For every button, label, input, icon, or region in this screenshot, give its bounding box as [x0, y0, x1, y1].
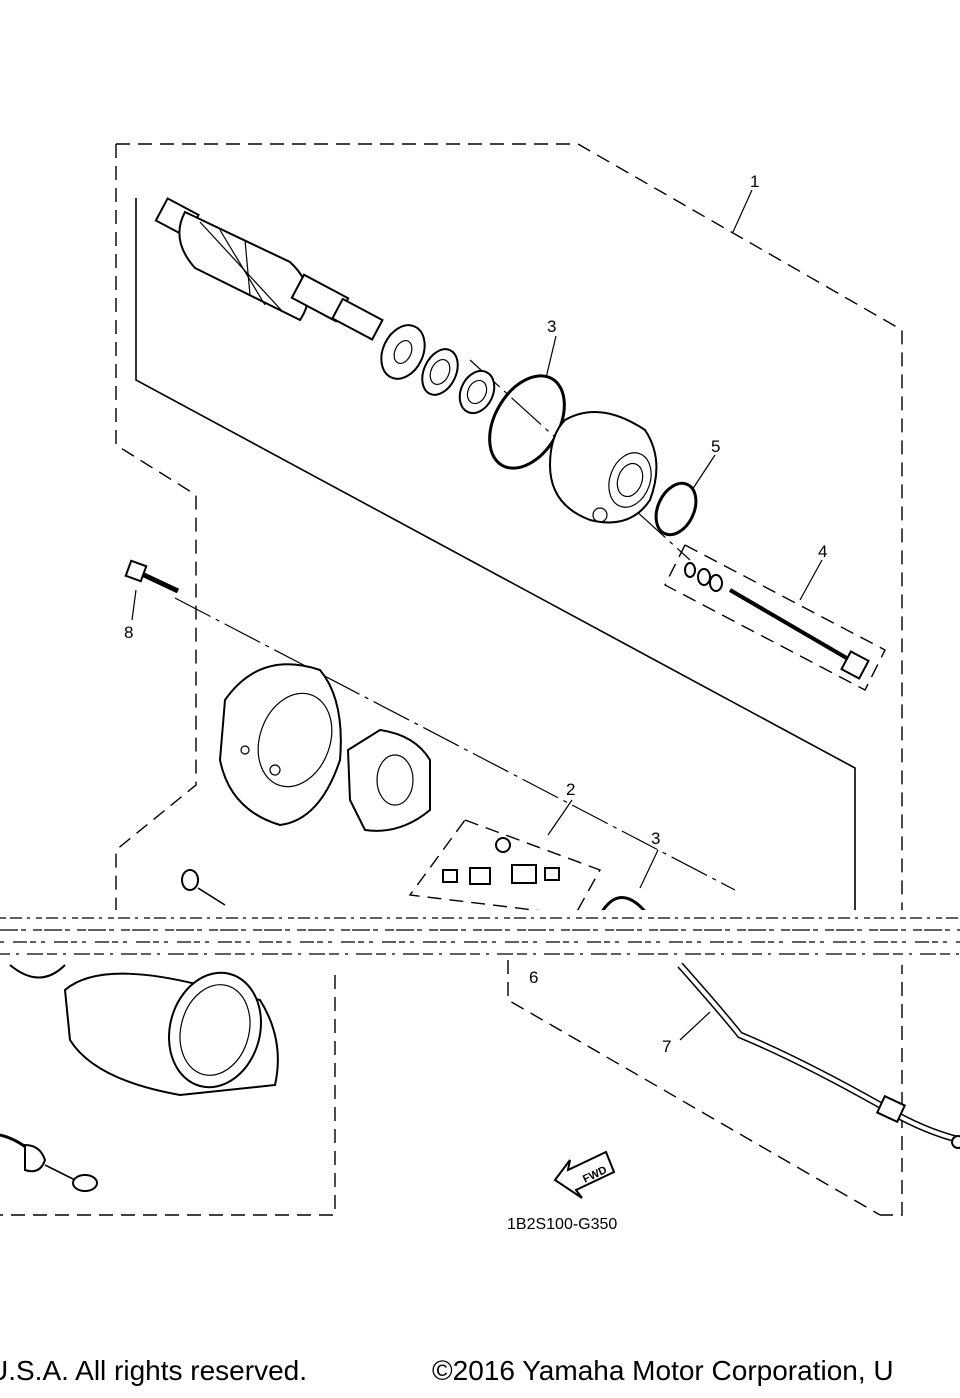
copyright-right: ©2016 Yamaha Motor Corporation, U: [432, 1355, 894, 1386]
lower-boundary: [507, 960, 881, 1216]
callout-5: 5: [711, 437, 720, 456]
callout-2: 2: [566, 780, 575, 799]
cable-7: [677, 962, 960, 1149]
bolt-set-4: [664, 544, 886, 691]
callout-3-lower: 3: [651, 829, 660, 848]
front-cover: [548, 411, 658, 524]
o-ring-lower: [598, 896, 650, 916]
lead-wire-left: [0, 1133, 98, 1192]
yoke: [9, 964, 279, 1097]
callout-6: 6: [529, 968, 538, 987]
brush-holder: [346, 728, 431, 832]
assembly-boundary: [0, 143, 903, 1216]
callout-3-top: 3: [547, 317, 556, 336]
ground-lead: [181, 869, 226, 906]
bolt-8: [124, 559, 180, 594]
diagram-code: 1B2S100-G350: [507, 1216, 617, 1233]
scan-noise-band: [0, 910, 960, 965]
rear-cover: [218, 663, 342, 827]
o-ring-5: [654, 481, 698, 537]
armature: [154, 197, 384, 341]
assembly-axis: [135, 198, 856, 915]
callout-leaders: [131, 189, 823, 1041]
callout-4: 4: [818, 542, 827, 561]
brush-set-2: [408, 819, 602, 916]
callout-8: 8: [124, 623, 133, 642]
callout-7: 7: [662, 1037, 671, 1056]
fwd-arrow-icon: FWD: [553, 1150, 616, 1199]
copyright-left: U.S.A. All rights reserved.: [0, 1355, 308, 1386]
callout-1: 1: [750, 172, 759, 191]
washer-bearing-set: [380, 324, 496, 415]
callout-labels: 1 2 3 4 5 8 3 6 7: [124, 172, 827, 1056]
